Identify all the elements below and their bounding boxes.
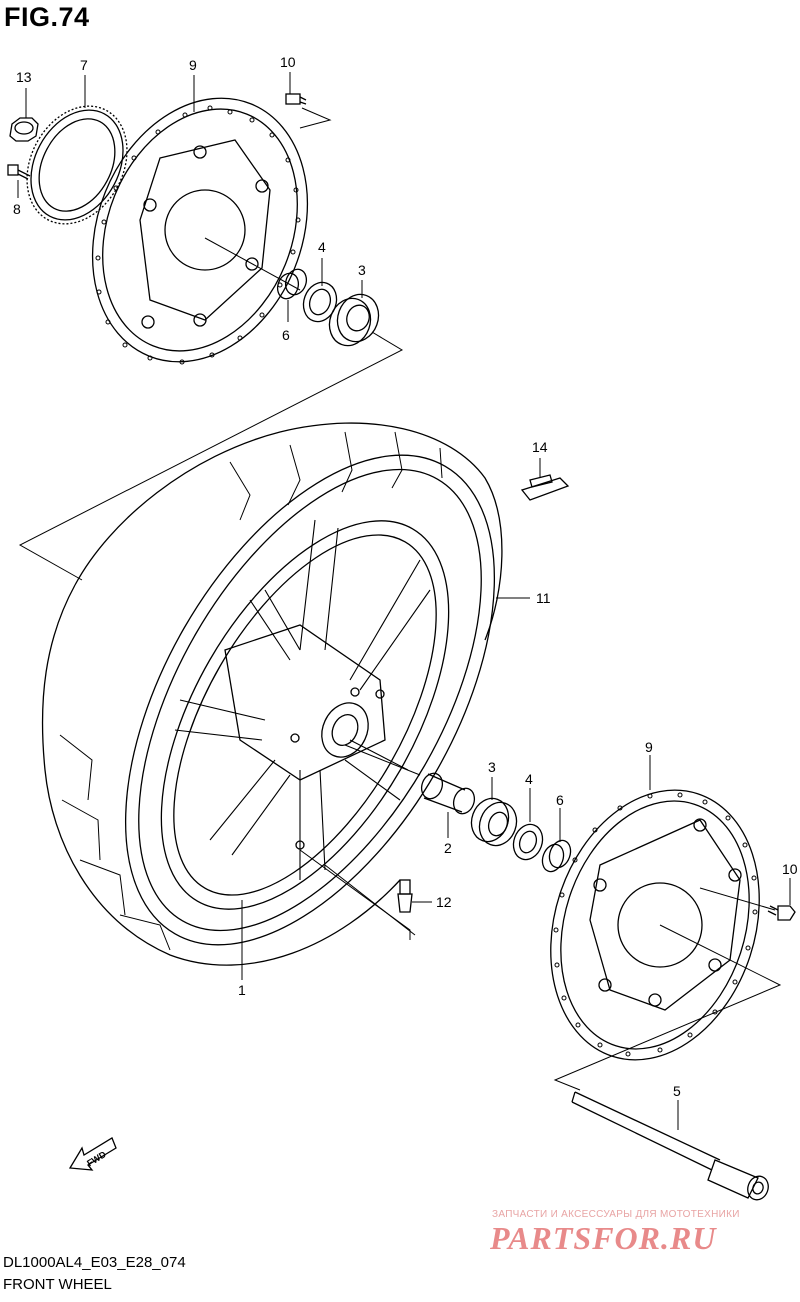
watermark-tagline: ЗАПЧАСТИ И АКСЕССУАРЫ ДЛЯ МОТОТЕХНИКИ xyxy=(492,1209,740,1220)
wheel-spacer-bottom xyxy=(541,839,572,873)
callout-9-bottom: 9 xyxy=(645,739,653,755)
callout-7: 7 xyxy=(80,57,88,73)
tire xyxy=(41,422,503,966)
disc-bolt-bottom xyxy=(767,905,796,921)
tire-valve xyxy=(397,879,413,913)
watermark-logo: PARTSFOR.RU xyxy=(490,1220,717,1256)
disc-vent-holes-bottom xyxy=(553,792,758,1057)
callout-8: 8 xyxy=(13,201,21,217)
diagram-name: FRONT WHEEL xyxy=(3,1276,112,1293)
callout-13: 13 xyxy=(16,69,32,85)
balance-weight xyxy=(520,474,570,501)
front-axle xyxy=(571,1091,769,1201)
callout-4-top: 4 xyxy=(318,239,326,255)
callout-12: 12 xyxy=(436,894,452,910)
oil-seal-bottom xyxy=(512,823,544,861)
callout-5: 5 xyxy=(673,1083,681,1099)
callout-3-top: 3 xyxy=(358,262,366,278)
callout-6-top: 6 xyxy=(282,327,290,343)
disc-vent-holes-top xyxy=(95,105,301,365)
axle-spacer xyxy=(420,772,476,815)
wheel-rim xyxy=(160,519,450,910)
callout-6-bottom: 6 xyxy=(556,792,564,808)
wheel-hub xyxy=(224,624,386,850)
callout-1: 1 xyxy=(238,982,246,998)
callout-4-bottom: 4 xyxy=(525,771,533,787)
callout-10-top: 10 xyxy=(280,54,296,70)
wheel-spacer-top xyxy=(276,268,308,300)
bearing-top xyxy=(328,293,380,347)
abs-sensor-ring xyxy=(26,105,128,225)
abs-ring-bolt xyxy=(7,164,31,180)
disc-bolt-top xyxy=(285,93,307,105)
callout-3-bottom: 3 xyxy=(488,759,496,775)
figure-title: FIG.74 xyxy=(4,2,90,32)
callout-11: 11 xyxy=(536,590,551,606)
callout-9-top: 9 xyxy=(189,57,197,73)
callout-10-bottom: 10 xyxy=(782,861,798,877)
callout-14: 14 xyxy=(532,439,548,455)
diagram-code: DL1000AL4_E03_E28_074 xyxy=(3,1254,186,1271)
brake-disc-bottom xyxy=(550,789,760,1061)
fwd-direction-arrow xyxy=(68,1137,117,1171)
oil-seal-top xyxy=(302,281,338,323)
callout-2: 2 xyxy=(444,840,452,856)
bearing-bottom xyxy=(470,797,518,847)
nut xyxy=(9,117,39,142)
brake-disc-top xyxy=(91,97,309,365)
callout-leaders xyxy=(17,72,791,1130)
